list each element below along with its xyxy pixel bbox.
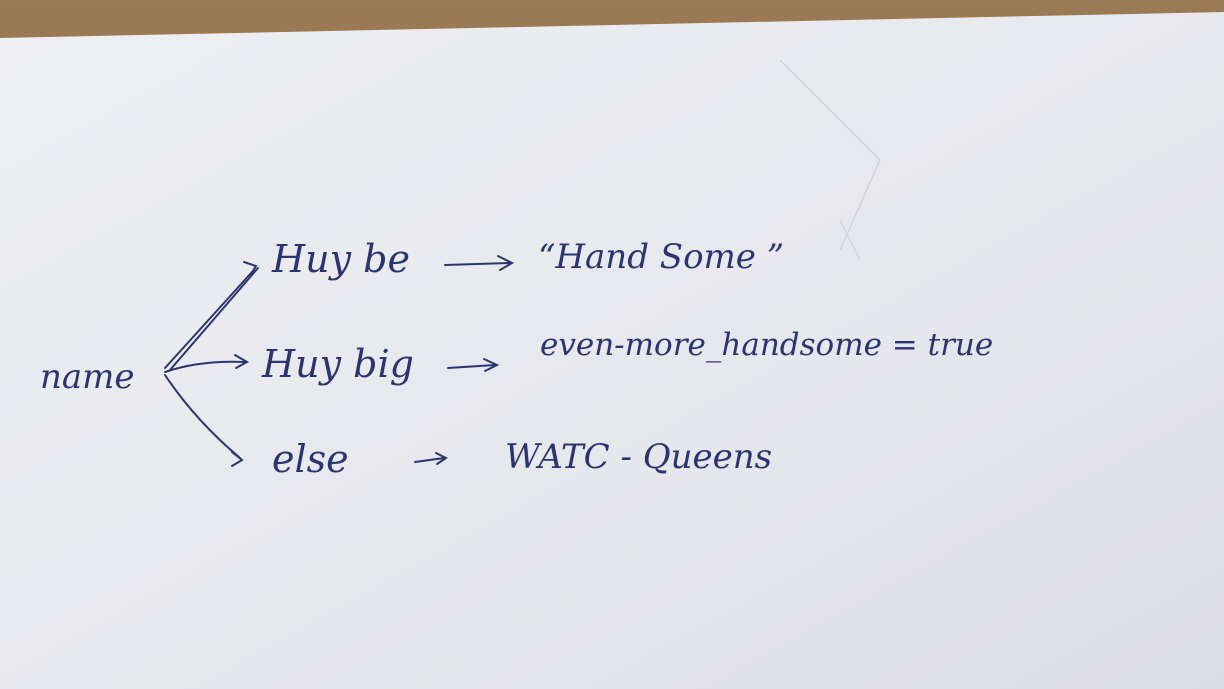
branch-line-1: [164, 271, 253, 369]
arrow-2: [447, 358, 500, 372]
arrowhead-2: [234, 354, 250, 369]
result-1: “Hand Some ”: [538, 237, 785, 277]
condition-1: Huy be: [272, 237, 410, 281]
condition-2: Huy big: [262, 342, 414, 386]
branch-line-1b: [169, 267, 259, 371]
result-2: even-more_handsome = true: [540, 327, 994, 363]
arrow-1: [444, 255, 515, 271]
root-label: name: [40, 357, 135, 397]
branch-line-2: [164, 360, 246, 373]
arrow-3: [414, 452, 448, 465]
branch-line-3: [164, 374, 241, 459]
result-3: WATC - Queens: [505, 437, 773, 477]
arrowhead-1: [243, 261, 258, 277]
condition-3: else: [272, 437, 349, 481]
arrowhead-3: [231, 451, 244, 467]
